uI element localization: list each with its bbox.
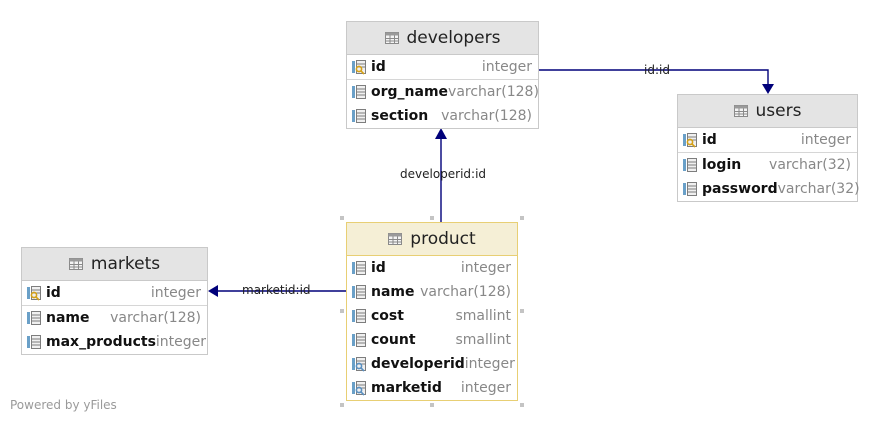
column-icon — [682, 181, 698, 197]
column-row[interactable]: login varchar(32) — [678, 153, 857, 177]
column-name: max_products — [46, 334, 156, 350]
column-row[interactable]: count smallint — [347, 328, 517, 352]
column-row[interactable]: developerid integer — [347, 352, 517, 376]
column-row[interactable]: org_name varchar(128) — [347, 80, 539, 104]
column-row[interactable]: id integer — [678, 128, 857, 152]
column-type: varchar(32) — [769, 157, 851, 173]
column-type: integer — [460, 380, 511, 396]
column-type: integer — [460, 260, 511, 276]
column-icon — [351, 260, 367, 276]
column-type: integer — [800, 132, 851, 148]
primary-key-icon — [26, 285, 42, 301]
column-type: varchar(128) — [110, 310, 201, 326]
table-title: users — [755, 101, 802, 121]
foreign-key-icon — [351, 356, 367, 372]
edge-label-marketid-id: marketid:id — [242, 283, 311, 297]
table-product[interactable]: product id integer name varchar(128) cos… — [346, 222, 518, 401]
resize-handle-bottom-right[interactable] — [520, 403, 524, 407]
arrowhead-users — [762, 84, 774, 94]
resize-handle-left[interactable] — [340, 309, 344, 313]
column-name: section — [371, 108, 429, 124]
column-icon — [351, 284, 367, 300]
column-type: smallint — [455, 308, 511, 324]
table-title: developers — [406, 28, 501, 48]
edge-label-id-id: id:id — [644, 63, 670, 77]
column-type: varchar(128) — [441, 108, 532, 124]
column-name: count — [371, 332, 416, 348]
column-name: cost — [371, 308, 404, 324]
primary-key-icon — [351, 59, 367, 75]
column-type: varchar(32) — [777, 181, 860, 197]
table-title: markets — [90, 254, 161, 274]
resize-handle-top-left[interactable] — [340, 216, 344, 220]
column-row[interactable]: cost smallint — [347, 304, 517, 328]
resize-handle-top-right[interactable] — [520, 216, 524, 220]
column-row[interactable]: section varchar(128) — [347, 104, 538, 128]
column-row[interactable]: name varchar(128) — [347, 280, 517, 304]
arrowhead-markets — [208, 285, 218, 297]
column-name: marketid — [371, 380, 442, 396]
column-row[interactable]: id integer — [22, 281, 207, 305]
column-name: id — [371, 59, 386, 75]
column-row[interactable]: password varchar(32) — [678, 177, 860, 201]
resize-handle-bottom[interactable] — [430, 403, 434, 407]
table-icon — [69, 258, 83, 270]
column-icon — [351, 84, 367, 100]
column-name: org_name — [371, 84, 449, 100]
edge-developers-users[interactable] — [538, 69, 769, 88]
column-type: smallint — [455, 332, 511, 348]
column-icon — [351, 108, 367, 124]
column-icon — [351, 308, 367, 324]
watermark: Powered by yFiles — [10, 398, 117, 412]
column-type: varchar(128) — [448, 84, 539, 100]
resize-handle-top[interactable] — [430, 216, 434, 220]
table-users[interactable]: users id integer login varchar(32) passw… — [677, 94, 860, 202]
column-name: password — [702, 181, 778, 197]
column-icon — [351, 332, 367, 348]
column-type: integer — [155, 334, 207, 350]
column-type: varchar(128) — [420, 284, 511, 300]
column-row[interactable]: id integer — [347, 55, 538, 79]
column-name: developerid — [371, 356, 465, 372]
column-icon — [682, 157, 698, 173]
column-name: name — [371, 284, 415, 300]
column-type: integer — [481, 59, 532, 75]
resize-handle-bottom-left[interactable] — [340, 403, 344, 407]
column-row[interactable]: name varchar(128) — [22, 306, 207, 330]
table-title: product — [410, 229, 476, 249]
column-name: id — [46, 285, 61, 301]
foreign-key-icon — [351, 380, 367, 396]
column-name: id — [702, 132, 717, 148]
table-icon — [388, 233, 402, 245]
column-type: integer — [150, 285, 201, 301]
resize-handle-right[interactable] — [520, 309, 524, 313]
column-name: id — [371, 260, 386, 276]
primary-key-icon — [682, 132, 698, 148]
table-header: product — [347, 223, 517, 256]
column-row[interactable]: marketid integer — [347, 376, 517, 400]
column-row[interactable]: id integer — [347, 256, 517, 280]
edge-label-developerid-id: developerid:id — [400, 167, 487, 181]
column-icon — [26, 334, 42, 350]
table-header: markets — [22, 248, 207, 281]
table-developers[interactable]: developers id integer org_name varchar(1… — [346, 21, 539, 129]
table-icon — [734, 105, 748, 117]
table-header: users — [678, 95, 857, 128]
column-icon — [26, 310, 42, 326]
table-header: developers — [347, 22, 538, 55]
table-icon — [385, 32, 399, 44]
column-name: login — [702, 157, 742, 173]
column-name: name — [46, 310, 90, 326]
column-row[interactable]: max_products integer — [22, 330, 207, 354]
table-markets[interactable]: markets id integer name varchar(128) max… — [21, 247, 208, 355]
arrowhead-developers — [435, 128, 447, 139]
column-type: integer — [464, 356, 515, 372]
